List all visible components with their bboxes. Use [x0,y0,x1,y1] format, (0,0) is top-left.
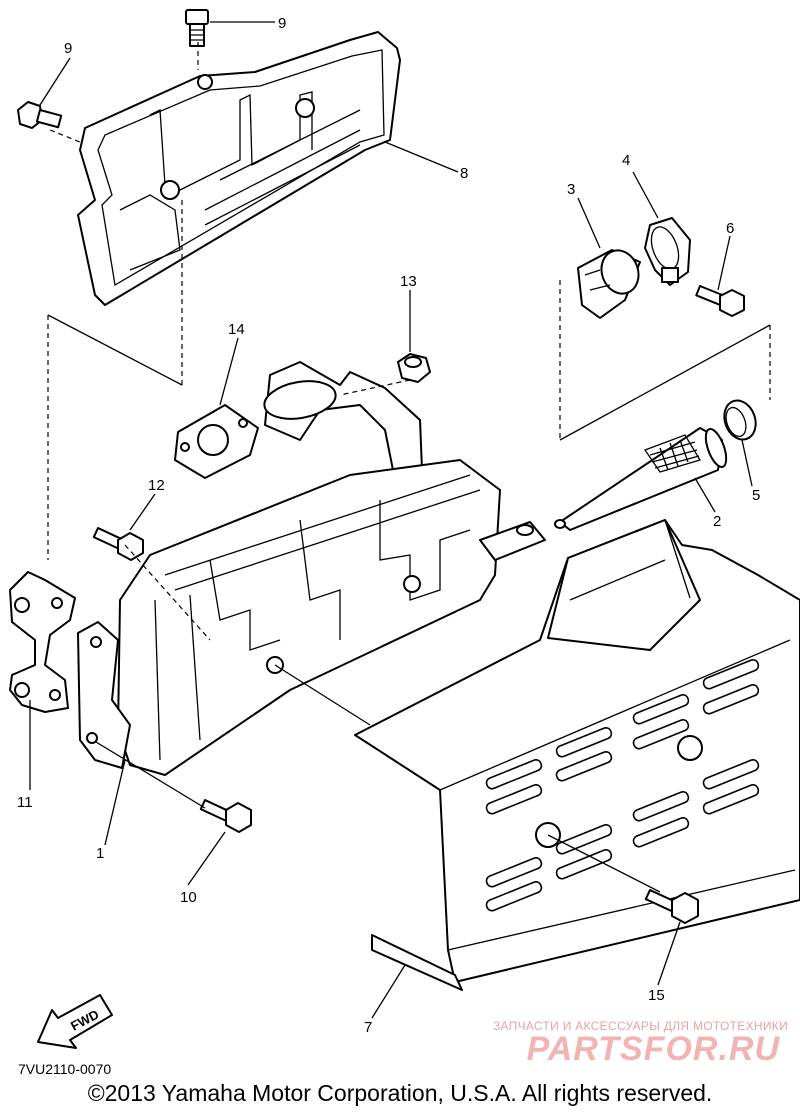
callout-5: 5 [752,487,760,504]
cap-5 [723,399,757,441]
callout-9-left: 9 [64,40,72,57]
muffler-body [77,361,546,776]
bolt-10 [199,799,252,833]
callout-14: 14 [228,321,245,338]
callout-6: 6 [726,220,734,237]
bolt-6 [695,285,745,317]
callout-11: 11 [17,794,33,811]
bracket-11 [9,571,76,713]
watermark-tagline: ЗАПЧАСТИ И АКСЕССУАРЫ ДЛЯ МОТОТЕХНИКИ [492,1019,788,1033]
bolt-9-left [17,101,63,129]
callout-10: 10 [180,889,197,906]
leader-lines [29,21,753,1019]
copyright-notice: ©2013 Yamaha Motor Corporation, U.S.A. A… [87,1080,713,1106]
assembly-lines [47,42,771,893]
callout-2: 2 [713,513,721,530]
bolt-12 [92,527,144,561]
nut-13 [397,353,431,383]
vent-slots [485,658,760,912]
watermark-logo: PARTSFOR.RU [526,1030,780,1068]
heat-shield-plate [77,31,401,306]
callout-15: 15 [648,987,665,1004]
callout-7: 7 [364,1019,372,1036]
gasket-14 [174,404,259,479]
spark-arrester [554,427,728,531]
bolt-15 [644,888,699,924]
callout-labels: 1 2 3 4 5 6 7 8 9 9 10 11 12 13 14 15 [17,15,760,1036]
callout-8: 8 [460,165,468,182]
fwd-arrow-icon: FWD [37,994,113,1049]
drawing-code: 7VU2110-0070 [18,1061,112,1077]
callout-3: 3 [567,181,575,198]
callout-13: 13 [400,273,417,290]
callout-1: 1 [96,845,104,862]
callout-12: 12 [148,477,165,494]
callout-4: 4 [622,152,630,169]
bolt-9-top [185,9,209,47]
collar-3 [577,249,641,319]
clamp-4 [644,217,691,286]
callout-9-top: 9 [278,15,286,32]
muffler-protector-cover [354,519,800,991]
